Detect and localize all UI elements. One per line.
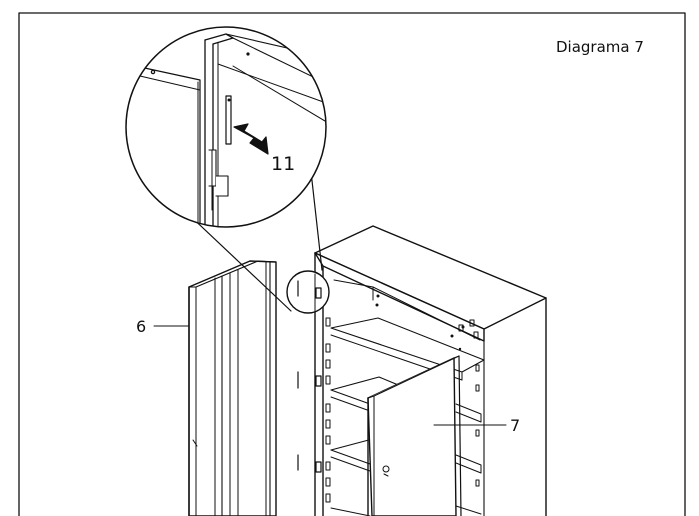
cabinet — [297, 225, 547, 516]
door-part-6 — [188, 260, 277, 516]
lock-icon — [382, 465, 390, 473]
part-label-7: 7 — [510, 416, 520, 435]
detail-focus-circle — [286, 270, 330, 314]
diagram-frame — [18, 12, 686, 516]
door-part-7 — [367, 355, 462, 516]
part-label-6: 6 — [136, 317, 146, 336]
arrow-icon — [233, 123, 269, 155]
part-label-11: 11 — [271, 153, 295, 175]
detail-magnifier — [125, 26, 330, 314]
diagram-title: Diagrama 7 — [556, 38, 644, 56]
